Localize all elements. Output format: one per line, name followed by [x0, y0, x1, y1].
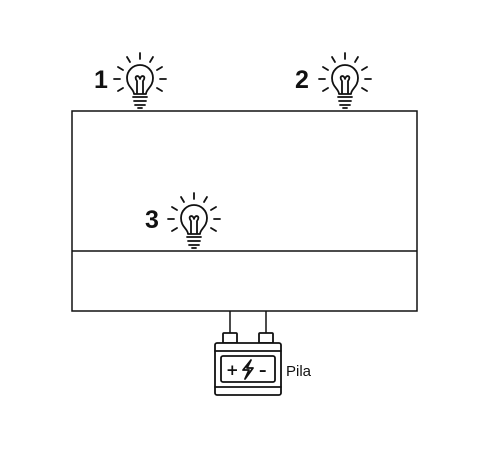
bulb-3	[167, 192, 221, 249]
lightbulb-icon	[318, 52, 372, 109]
bulb-1	[113, 52, 167, 109]
lightning-bolt-icon	[242, 359, 254, 380]
battery-negative-sign: –	[259, 361, 267, 379]
battery-left-terminal	[222, 332, 238, 344]
bulb-2-label: 2	[295, 66, 309, 94]
circuit-wires	[71, 110, 418, 334]
battery-label-panel	[220, 355, 276, 383]
battery-label: Pila	[286, 363, 312, 380]
lightbulb-icon	[167, 192, 221, 249]
bulb-1-label: 1	[94, 66, 108, 94]
battery-right-terminal	[258, 332, 274, 344]
battery-positive-sign: +	[226, 361, 239, 379]
battery: + –	[214, 332, 282, 396]
lightbulb-icon	[113, 52, 167, 109]
circuit-outer-loop	[71, 110, 418, 312]
bulb-2	[318, 52, 372, 109]
bulb-3-label: 3	[145, 206, 159, 234]
